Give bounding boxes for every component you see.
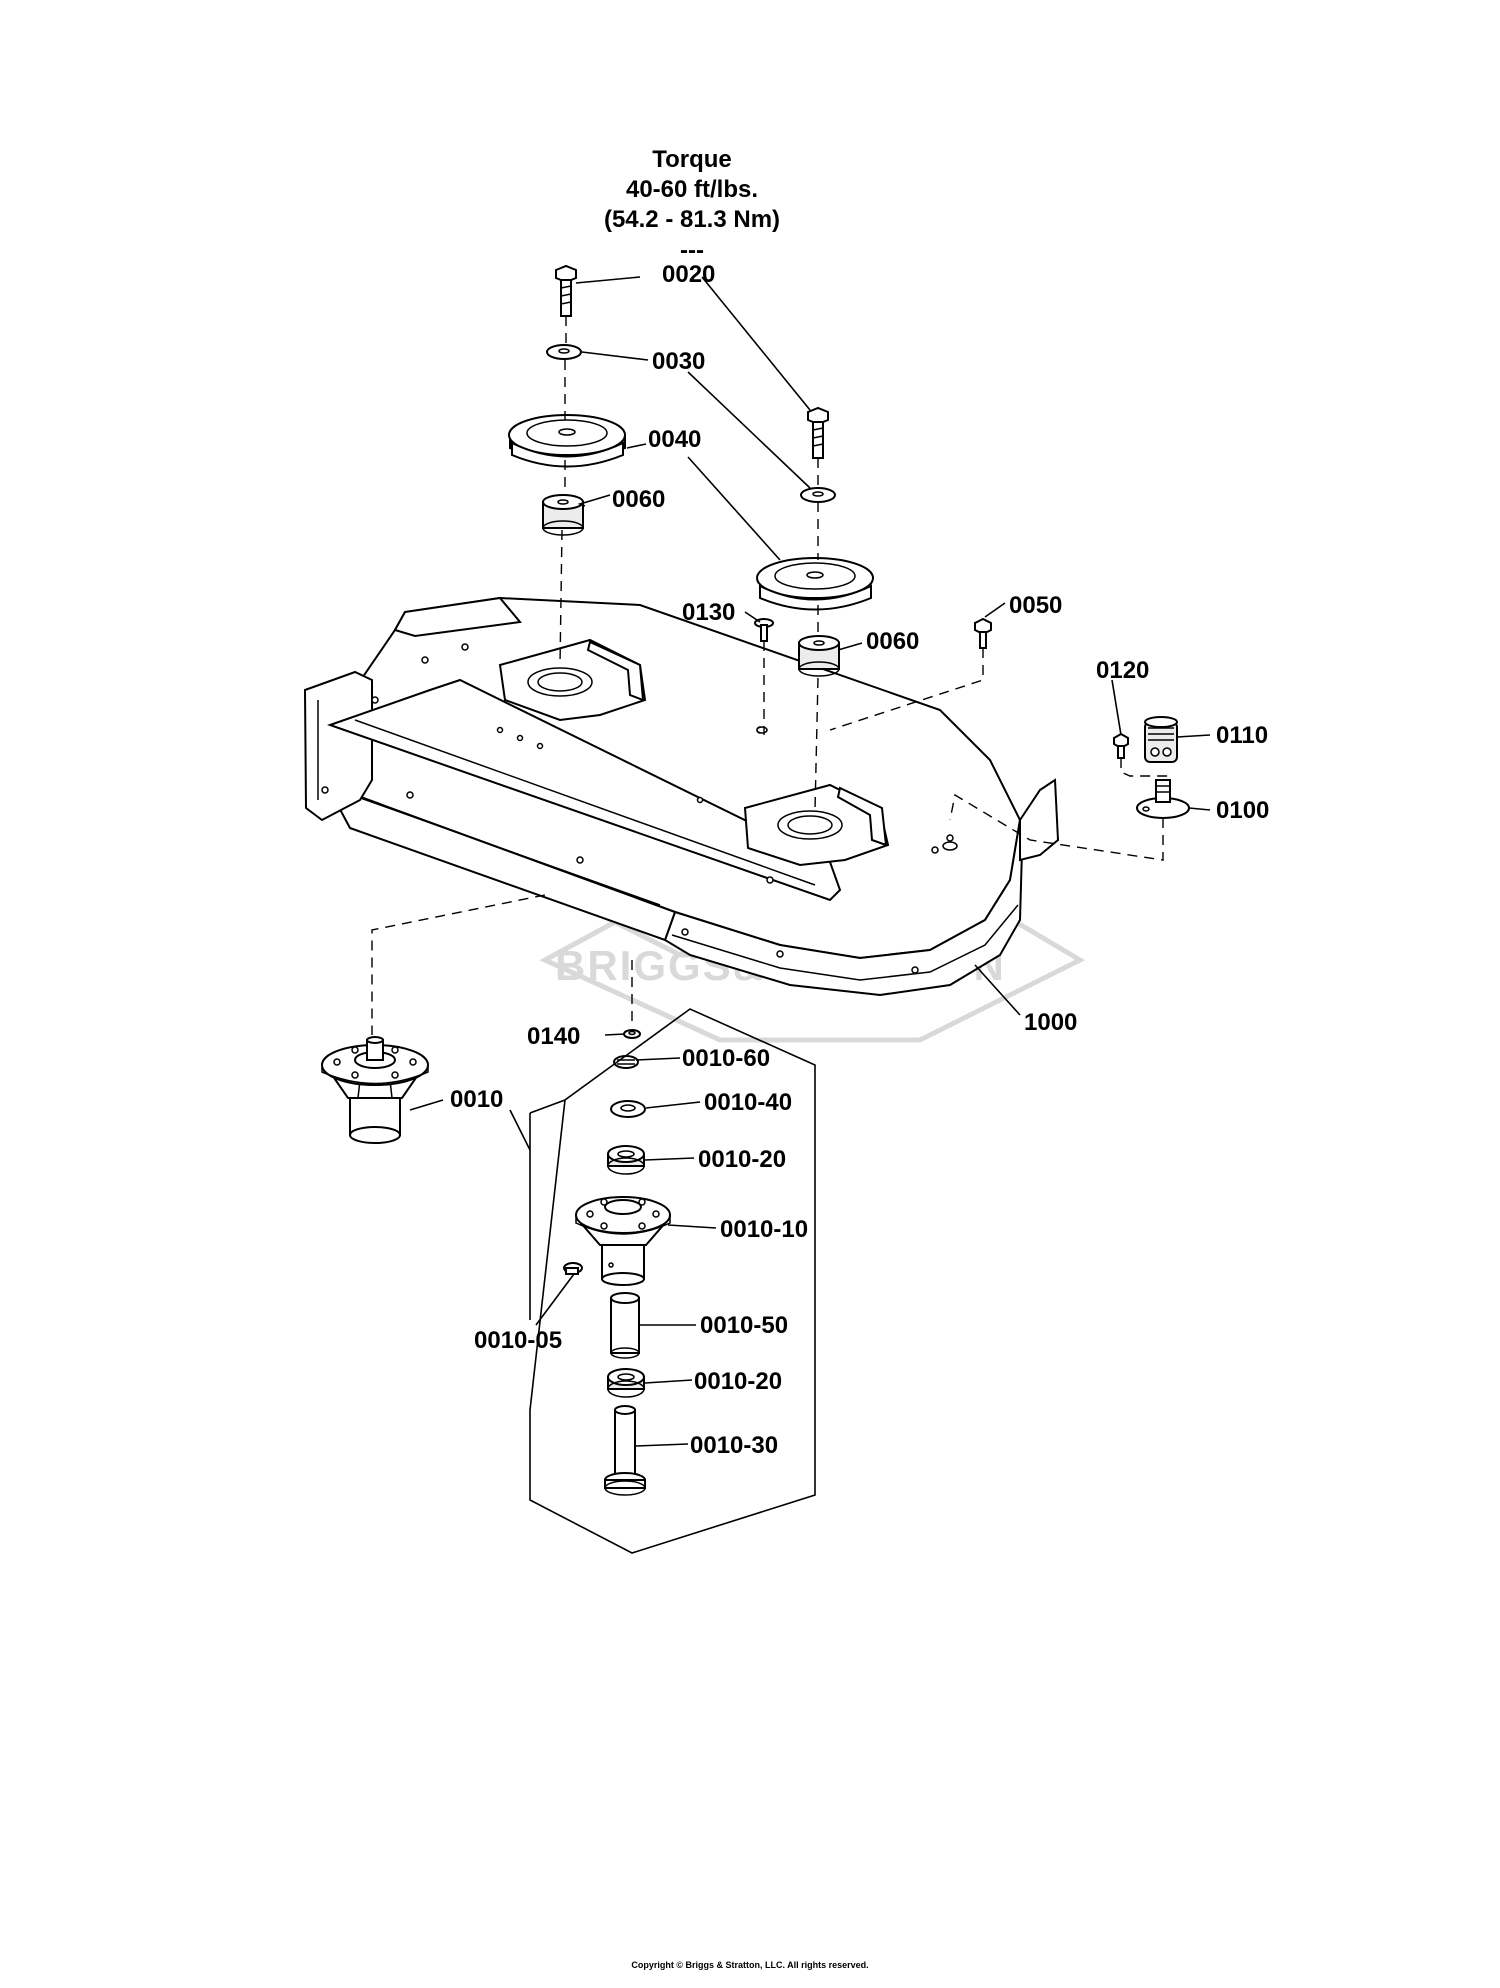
washer-0010-40 xyxy=(610,1100,646,1118)
copyright-footer: Copyright © Briggs & Stratton, LLC. All … xyxy=(631,1960,869,1970)
screw-0120 xyxy=(1113,732,1129,759)
mower-deck xyxy=(303,596,1060,997)
bolt-0020-right xyxy=(807,406,829,459)
spindle-housing-0010-10 xyxy=(575,1196,671,1286)
exploded-view-border-top xyxy=(529,1099,566,1114)
bracket-0100 xyxy=(1136,779,1190,819)
torque-title: Torque xyxy=(652,146,732,173)
bolt-0020-left xyxy=(555,264,577,317)
label-0100: 0100 xyxy=(1216,797,1269,824)
bearing-0010-20-top xyxy=(607,1145,645,1175)
washer-0030-left xyxy=(546,344,582,360)
washer-0030-right xyxy=(800,487,836,503)
label-0010: 0010 xyxy=(450,1086,503,1113)
torque-note: Torque 40-60 ft/lbs. (54.2 - 81.3 Nm) --… xyxy=(604,146,780,264)
label-0010-30: 0010-30 xyxy=(690,1432,778,1459)
label-0010-60: 0010-60 xyxy=(682,1045,770,1072)
bolt-0050 xyxy=(974,617,992,649)
label-0140: 0140 xyxy=(527,1023,580,1050)
label-0110: 0110 xyxy=(1216,722,1268,749)
spacer-0060-left xyxy=(542,494,584,536)
grease-fitting-0010-05 xyxy=(563,1262,583,1275)
torque-separator: --- xyxy=(680,237,704,264)
spindle-assembly-0010 xyxy=(321,1036,429,1144)
label-0010-10: 0010-10 xyxy=(720,1216,808,1243)
sleeve-0010-50 xyxy=(610,1292,640,1359)
fitting-0140 xyxy=(623,1029,641,1039)
label-0020: 0020 xyxy=(662,261,715,288)
label-0030: 0030 xyxy=(652,348,705,375)
leader-lines xyxy=(409,276,1211,1447)
part-labels: 0020 0030 0040 0060 0130 0060 0050 0120 … xyxy=(450,261,1269,1459)
knob-0110 xyxy=(1144,716,1178,763)
bearing-0010-20-bottom xyxy=(607,1368,645,1398)
label-0010-20-top: 0010-20 xyxy=(698,1146,786,1173)
label-0060-right: 0060 xyxy=(866,628,919,655)
torque-metric: (54.2 - 81.3 Nm) xyxy=(604,206,780,233)
label-0040: 0040 xyxy=(648,426,701,453)
label-0120: 0120 xyxy=(1096,657,1149,684)
label-0010-40: 0010-40 xyxy=(704,1089,792,1116)
label-0130: 0130 xyxy=(682,599,735,626)
exploded-view-border xyxy=(529,1008,816,1554)
label-0010-20-bottom: 0010-20 xyxy=(694,1368,782,1395)
bolt-0130 xyxy=(754,618,774,642)
shaft-0010-30 xyxy=(604,1405,646,1496)
pulley-0040-right xyxy=(756,557,874,611)
label-0060-left: 0060 xyxy=(612,486,665,513)
label-0010-05: 0010-05 xyxy=(474,1327,562,1354)
label-1000: 1000 xyxy=(1024,1009,1077,1036)
label-0010-50: 0010-50 xyxy=(700,1312,788,1339)
spacer-0060-right xyxy=(798,635,840,677)
assembly-center-lines xyxy=(371,316,1172,1035)
label-0050: 0050 xyxy=(1009,592,1062,619)
pulley-0040-left xyxy=(508,414,626,468)
torque-imperial: 40-60 ft/lbs. xyxy=(626,176,758,203)
